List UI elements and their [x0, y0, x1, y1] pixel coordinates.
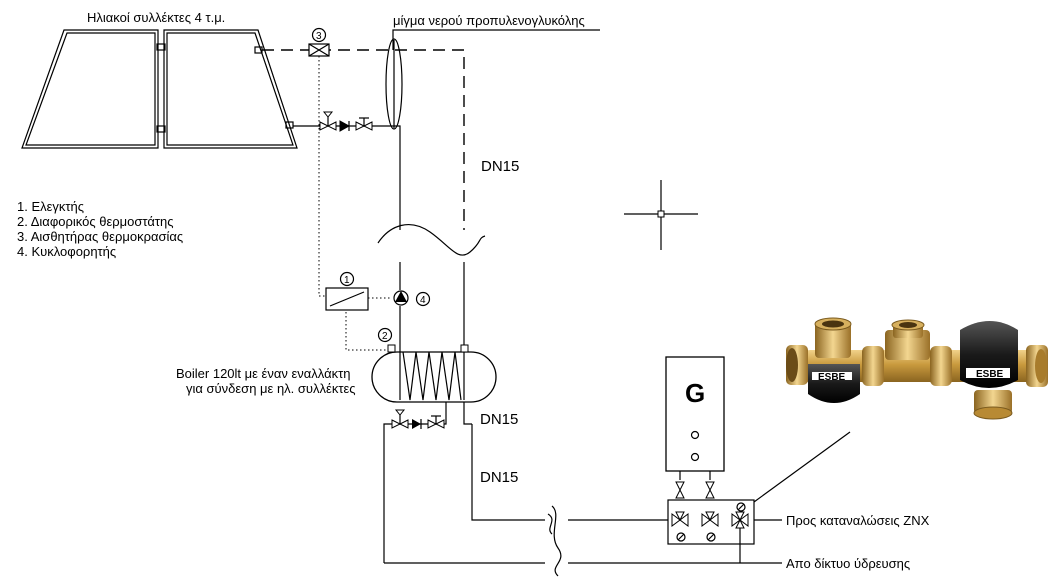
boiler-inlet-valves — [391, 409, 445, 429]
solar-collectors — [21, 29, 298, 149]
temperature-sensor-3 — [308, 43, 330, 57]
lower-break-line — [551, 505, 562, 577]
dn15-lower-label: DN15 — [480, 469, 518, 486]
boiler-label-line1: Boiler 120lt με έναν εναλλάκτη — [176, 366, 350, 381]
hot-flow-pipe — [262, 49, 465, 230]
sensor-3-wire — [318, 56, 330, 297]
legend-item-1: 1. Ελεγκτής — [17, 199, 84, 214]
photo-badge-left: ESBE — [818, 372, 846, 383]
mixing-valve-photo: ESBE ESBE — [786, 317, 1048, 420]
sensor-2-wire — [345, 312, 391, 351]
marker-4: 4 — [415, 291, 431, 307]
dn15-boiler-label: DN15 — [480, 411, 518, 428]
water-heater-label: G — [685, 378, 705, 408]
expansion-loop — [385, 38, 403, 130]
collectors-label: Ηλιακοί συλλέκτες 4 τ.μ. — [87, 10, 225, 25]
legend-item-4: 4. Κυκλοφορητής — [17, 244, 116, 259]
hot-to-mixer-pipe — [471, 424, 545, 521]
dn15-upper-label: DN15 — [481, 158, 519, 175]
from-mains-label: Απο δίκτυο ύδρευσης — [786, 556, 910, 571]
return-pipe — [293, 125, 401, 230]
boiler-label-line2: για σύνδεση με ηλ. συλλέκτες — [186, 381, 356, 396]
boiler-tank — [371, 344, 497, 403]
crosshair-marker — [624, 180, 698, 250]
heater-connection-valves — [675, 481, 715, 499]
marker-1: 1 — [339, 271, 355, 287]
controller-1 — [325, 287, 369, 311]
return-valves — [319, 111, 373, 132]
svg-text:2: 2 — [382, 331, 388, 342]
photo-badge-right: ESBE — [976, 369, 1004, 380]
fluid-leader — [392, 29, 600, 50]
svg-text:3: 3 — [316, 31, 322, 42]
legend-item-3: 3. Αισθητήρας θερμοκρασίας — [17, 229, 183, 244]
svg-text:1: 1 — [344, 275, 350, 286]
marker-3: 3 — [311, 27, 327, 43]
boiler-hot-out — [463, 402, 472, 425]
pump-4 — [393, 290, 409, 306]
mixing-valve-block — [667, 499, 755, 563]
svg-text:4: 4 — [420, 295, 426, 306]
water-heater — [665, 356, 725, 480]
legend: 1. Ελεγκτής 2. Διαφορικός θερμοστάτης 3.… — [17, 199, 183, 259]
break-line — [377, 224, 486, 256]
legend-item-2: 2. Διαφορικός θερμοστάτης — [17, 214, 173, 229]
marker-2: 2 — [377, 327, 393, 343]
to-consumption-label: Προς καταναλώσεις ZNX — [786, 513, 930, 528]
fluid-label: μίγμα νερού προπυλενογλυκόλης — [393, 13, 585, 28]
photo-leader-line — [753, 431, 851, 503]
